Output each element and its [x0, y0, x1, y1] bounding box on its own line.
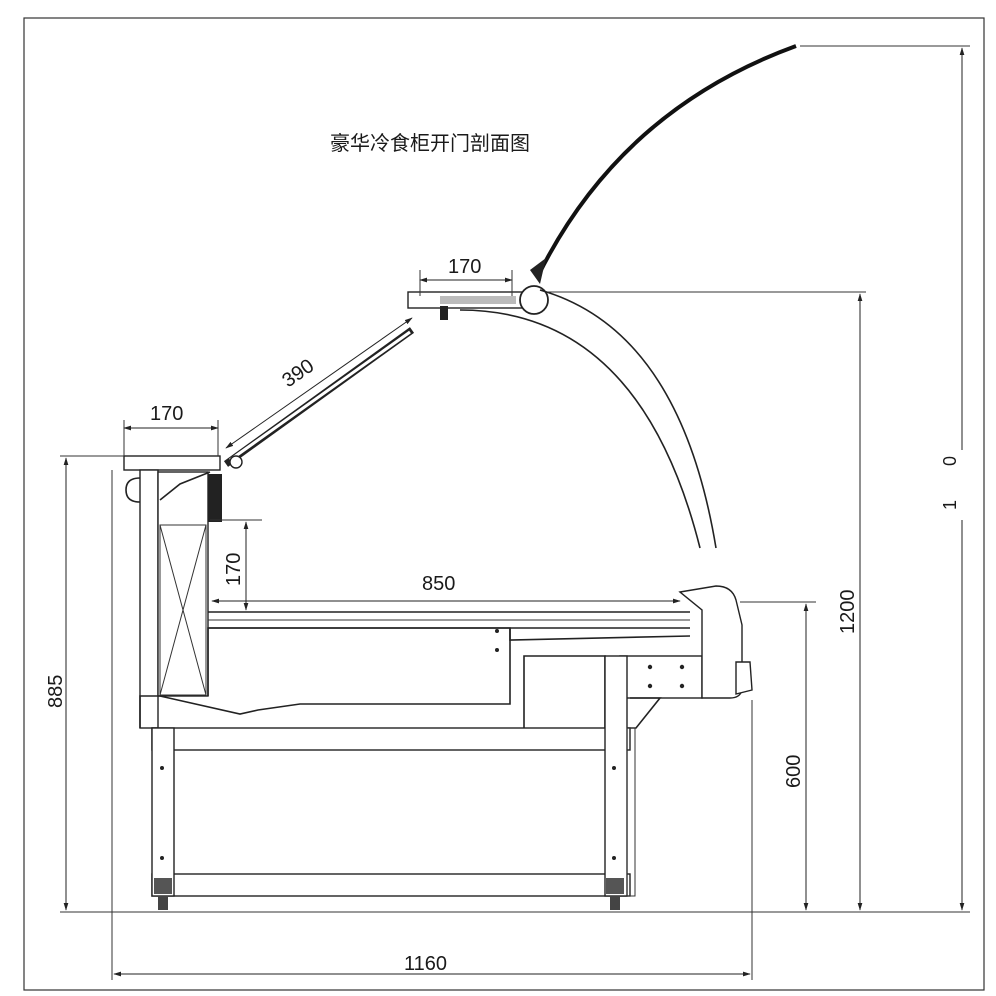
dim-total-width: 1160 — [404, 953, 447, 975]
dim-depth: 850 — [422, 573, 455, 595]
dim-inner-height: 170 — [223, 553, 245, 586]
dim-open-height-b: 0 — [940, 456, 960, 466]
dim-glass-length: 390 — [278, 355, 318, 392]
dim-rear-top-width: 170 — [150, 403, 183, 425]
dimension-lines — [60, 45, 970, 980]
dim-deck-height: 600 — [783, 755, 805, 788]
glass-canopy — [223, 44, 797, 549]
drawing-border — [23, 17, 985, 991]
dim-total-height: 1200 — [837, 590, 859, 635]
dim-counter-height: 885 — [45, 675, 67, 708]
dim-top-width: 170 — [448, 256, 481, 278]
drawing-title: 豪华冷食柜开门剖面图 — [330, 131, 530, 155]
cabinet-body — [123, 455, 753, 910]
dim-open-height-a: 1 — [940, 500, 960, 510]
